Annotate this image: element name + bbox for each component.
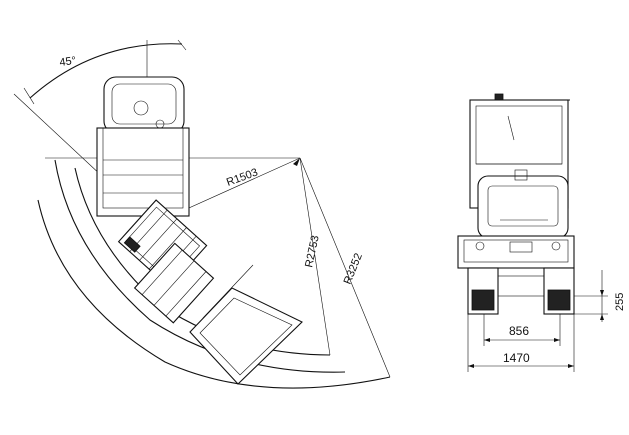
upper-structure [96,127,190,217]
arm-assembly [133,242,215,324]
boom-cylinder-3 [148,227,187,270]
boom-cylinder-2 [139,218,178,261]
angle-label: 45° [59,55,77,69]
blade-light-right [551,241,561,251]
wiper-arm [507,115,515,141]
engine-hood [477,175,569,239]
dim-arrow-1470-right [568,364,574,368]
top-view: 45° R1503 R2753 R3252 [13,39,391,389]
dim-label-255: 255 [614,293,626,311]
radius-label-r1503: R1503 [225,166,260,188]
bucket-linkage [202,264,254,319]
arm-line-2 [153,260,195,306]
radius-label-r2753: R2753 [303,234,321,268]
bucket [189,287,303,385]
radius-line-r3252 [299,157,391,378]
angle-arc [29,43,183,99]
swing-arc-inner [54,159,346,373]
blade-light-left [475,241,485,251]
boom-pin-left [123,236,141,253]
radius-line-r2753 [299,157,331,356]
dim-arrow-856-right [554,338,560,342]
upper-structure-inner [102,127,184,209]
track-right-pads [547,289,571,311]
dim-label-856: 856 [509,324,529,338]
cab-roof-inner [111,83,177,125]
angle-tick-right [177,39,187,51]
bucket-inner [199,297,293,376]
radius-arrowhead [293,158,300,166]
radius-label-r3252: R3252 [342,252,365,287]
exhaust-cap [514,169,528,181]
engine-grille [487,185,559,227]
brand-plate [509,241,533,253]
angle-tick-left [23,87,35,105]
dim-arrow-255-top [600,290,604,296]
dim-arrow-856-left [484,338,490,342]
track-frame [497,275,545,297]
cab-beacon [133,100,149,116]
arm-line-1 [141,249,183,295]
dim-arrow-1470-left [468,364,474,368]
dozer-blade-inner [463,239,569,263]
swing-arc-outer [37,199,391,389]
cab-beacon-front [494,93,504,101]
dim-label-1470: 1470 [503,351,530,365]
front-view: 856 1470 255 [457,93,626,372]
dim-arrow-255-bottom [600,314,604,320]
track-left-pads [471,289,495,311]
arm-line-3 [165,271,207,317]
